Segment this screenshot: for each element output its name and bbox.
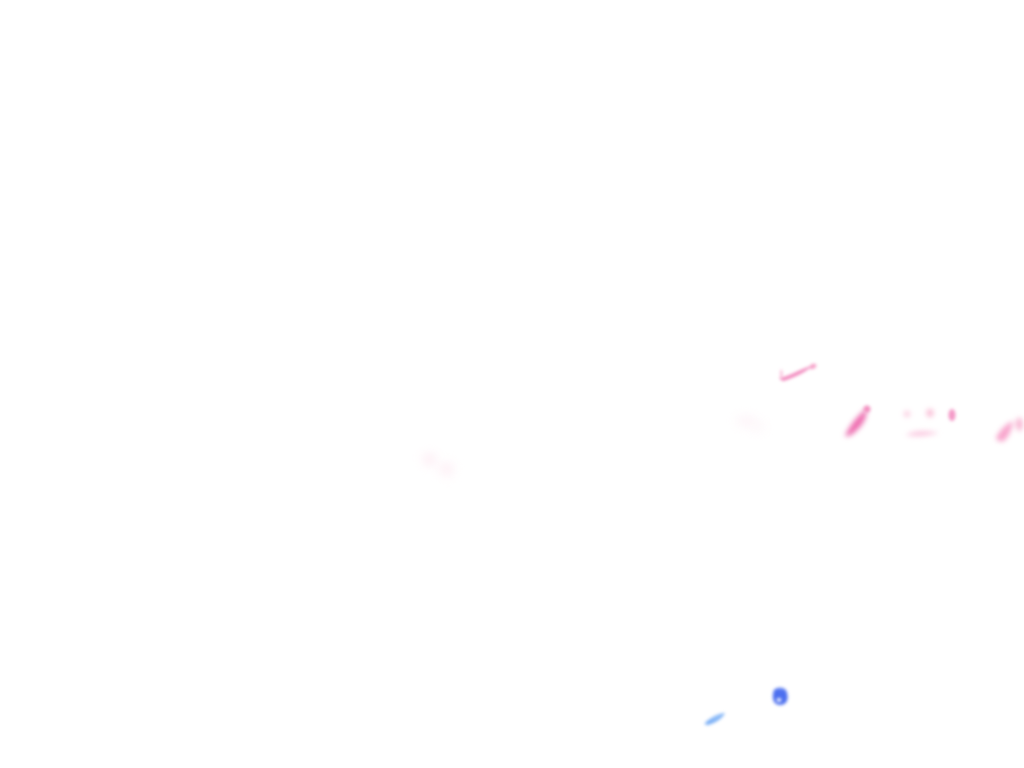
pink-dot-b [904,411,910,417]
pink-ghost-mid-b [751,423,765,431]
pink-dot-a [863,405,871,413]
pink-blob-main [845,409,867,437]
pink-dot-d [948,409,956,421]
blue-streak [704,713,725,725]
pink-smear-lower [906,431,939,437]
pink-streak-upper [779,363,817,381]
pink-tick-upper-left [780,369,783,379]
canvas-description: Near-blank white image with faint residu… [0,0,1,1]
blue-blob-ring [772,687,788,705]
pink-dot-c [926,409,934,417]
pink-ghost-left-b [438,463,452,477]
pink-ghost-mid [736,417,756,425]
pink-ghost-left-a [423,456,436,466]
pink-edge-hook [996,417,1023,442]
